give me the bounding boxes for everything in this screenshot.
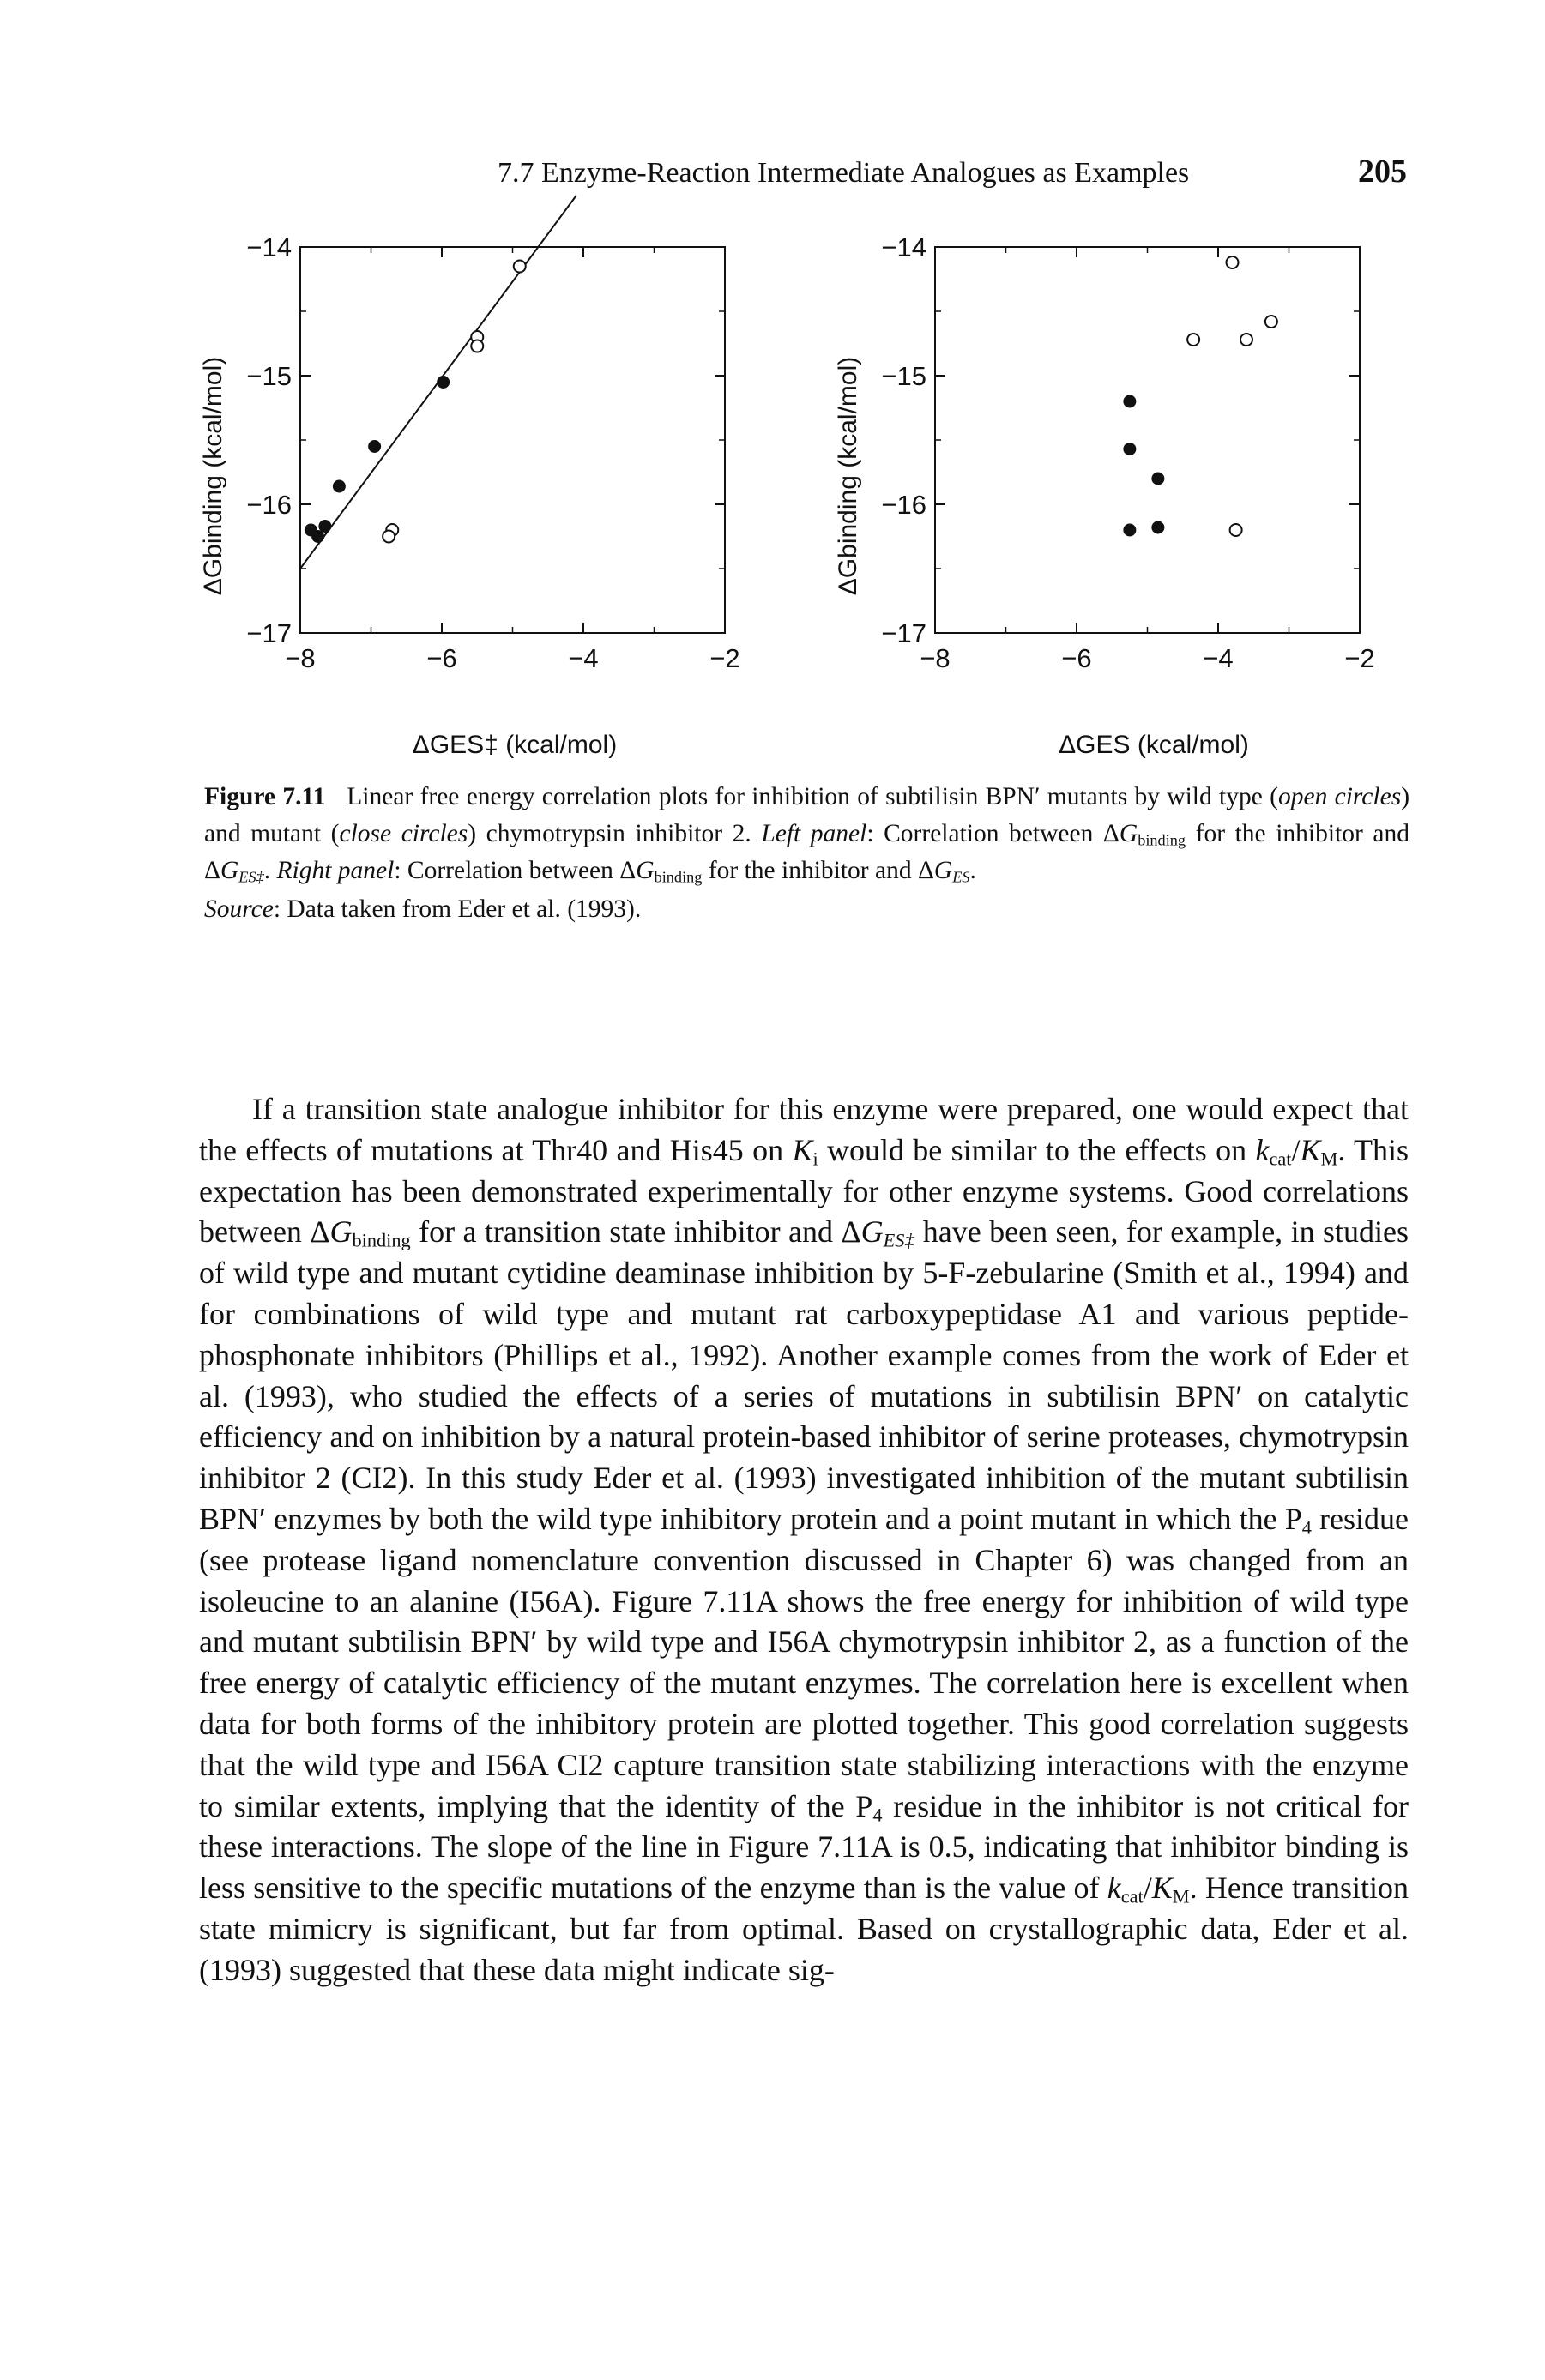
source-label: Source [204, 895, 274, 923]
right-open-point [1186, 333, 1201, 346]
caption-text: ) and mutant ( [204, 783, 1410, 847]
body-text-run: If a transition state analogue inhibitor… [199, 1092, 1409, 1167]
caption-text: Left panel [761, 820, 867, 847]
left-y-tick-label: −14 [246, 232, 292, 262]
caption-text: : Correlation between Δ [866, 820, 1120, 847]
body-text-run: cat [1120, 1885, 1144, 1907]
body-text-run: M [1172, 1885, 1190, 1907]
right-open-point [1240, 333, 1253, 346]
left-y-axis-label: ΔGbinding (kcal/mol) [199, 357, 227, 595]
left-filled-point [311, 530, 325, 543]
left-x-tick-label: −2 [709, 643, 739, 673]
right-y-tick-label: −17 [881, 618, 926, 648]
caption-text: binding [1138, 831, 1186, 849]
body-text-run: 4 [872, 1804, 883, 1826]
body-text-run: for a transition state inhibitor and Δ [410, 1214, 861, 1250]
left-filled-point [437, 376, 450, 389]
caption-text: ES‡ [238, 868, 264, 886]
left-open-point [382, 529, 396, 544]
body-text-run: G [860, 1214, 884, 1250]
body-text-run: residue (see protease ligand nomenclatur… [199, 1501, 1409, 1823]
right-x-tick-label: −4 [1203, 643, 1233, 673]
right-filled-point [1123, 523, 1137, 537]
body-text-run: k [1107, 1871, 1121, 1906]
running-head: 7.7 Enzyme-Reaction Intermediate Analogu… [498, 153, 1407, 190]
body-text-run: . This expectation has been demonstrated… [199, 1132, 1409, 1250]
body-text-run: G [329, 1214, 353, 1250]
figure-source: Source: Data taken from Eder et al. (199… [204, 891, 1409, 928]
right-x-tick-label: −2 [1344, 643, 1374, 673]
left-y-tick-label: −16 [246, 490, 292, 520]
caption-text: G [1119, 820, 1138, 847]
right-open-point [1225, 256, 1240, 269]
caption-text: Right panel [276, 857, 395, 884]
figure-label: Figure 7.11 [204, 783, 326, 810]
right-panel-chart: ΔGbinding (kcal/mol) −14 −15 −16 −17 −8 −6 −4… [834, 232, 1375, 759]
body-text-run: binding [352, 1229, 411, 1251]
body-text-run: K [792, 1132, 813, 1167]
body-text-run: i [812, 1148, 818, 1170]
right-y-tick-label: −14 [881, 232, 926, 262]
left-x-axis-label: ΔGES‡ (kcal/mol) [413, 731, 617, 759]
caption-text: . [263, 857, 277, 884]
caption-text: close circles [339, 820, 468, 847]
body-text-run: K [1151, 1871, 1173, 1906]
caption-text: : Correlation between Δ [394, 857, 637, 884]
body-text-run: would be similar to the effects on [818, 1132, 1256, 1167]
right-x-axis-label: ΔGES (kcal/mol) [1059, 731, 1249, 759]
left-y-tick-label: −15 [246, 361, 292, 391]
page-number: 205 [1358, 154, 1407, 190]
left-y-tick-label: −17 [246, 618, 292, 648]
body-text-run: M [1320, 1148, 1338, 1170]
caption-text: ES [952, 868, 970, 886]
caption-text: for the inhibitor and Δ [702, 857, 934, 884]
figure-caption: Figure 7.11 Linear free energy correlati… [204, 779, 1409, 928]
right-filled-point [1123, 443, 1137, 455]
body-text: If a transition state analogue inhibitor… [199, 1089, 1409, 1991]
body-text-run: residue in the inhibitor is not critical… [199, 1788, 1409, 1906]
right-y-tick-label: −16 [881, 490, 926, 520]
left-filled-point [368, 440, 382, 453]
right-y-tick-label: −15 [881, 361, 926, 391]
left-filled-point [318, 520, 332, 533]
left-x-tick-label: −8 [285, 643, 315, 673]
right-x-tick-label: −8 [920, 643, 950, 673]
body-text-run: ES‡ [883, 1229, 915, 1251]
left-x-tick-label: −4 [568, 643, 598, 673]
left-open-point [470, 339, 485, 353]
caption-text: G [636, 857, 655, 884]
left-open-point [512, 259, 527, 274]
right-filled-point [1151, 521, 1165, 534]
body-text-run: K [1300, 1132, 1321, 1167]
body-text-run: k [1255, 1132, 1270, 1167]
caption-text: . [969, 857, 976, 884]
caption-text: binding [654, 868, 703, 886]
caption-text: G [220, 857, 239, 884]
body-text-run: . Hence transition state mimicry is sign… [199, 1871, 1409, 1987]
body-text-run: 4 [1301, 1516, 1312, 1539]
section-title: 7.7 Enzyme-Reaction Intermediate Analogu… [498, 157, 1190, 189]
caption-text: ) chymotrypsin inhibitor 2. [468, 820, 762, 847]
caption-text: open circles [1277, 783, 1402, 810]
body-text-run: have been seen, for example, in studies … [199, 1214, 1409, 1536]
right-filled-point [1123, 395, 1137, 408]
left-panel-chart: ΔGbinding (kcal/mol) −14 −15 −16 −17 −8 −6 −4… [199, 195, 740, 759]
body-text-run: / [1143, 1871, 1152, 1906]
body-text-run: cat [1269, 1148, 1292, 1170]
body-paragraph: If a transition state analogue inhibitor… [199, 1089, 1409, 1991]
left-x-tick-label: −6 [426, 643, 456, 673]
body-text-run: / [1291, 1132, 1301, 1167]
source-text: : Data taken from Eder et al. (1993). [273, 895, 642, 923]
right-open-point [1264, 315, 1278, 328]
right-open-point [1228, 523, 1243, 537]
left-plot-frame [299, 246, 726, 634]
left-filled-point [332, 479, 346, 493]
right-x-tick-label: −6 [1061, 643, 1091, 673]
right-y-axis-label: ΔGbinding (kcal/mol) [834, 357, 862, 595]
caption-text: Linear free energy correlation plots for… [347, 783, 1278, 810]
caption-text: G [933, 857, 953, 884]
caption-text: for the inhibitor and Δ [204, 820, 1410, 884]
right-filled-point [1151, 472, 1165, 485]
right-plot-frame [934, 246, 1361, 634]
